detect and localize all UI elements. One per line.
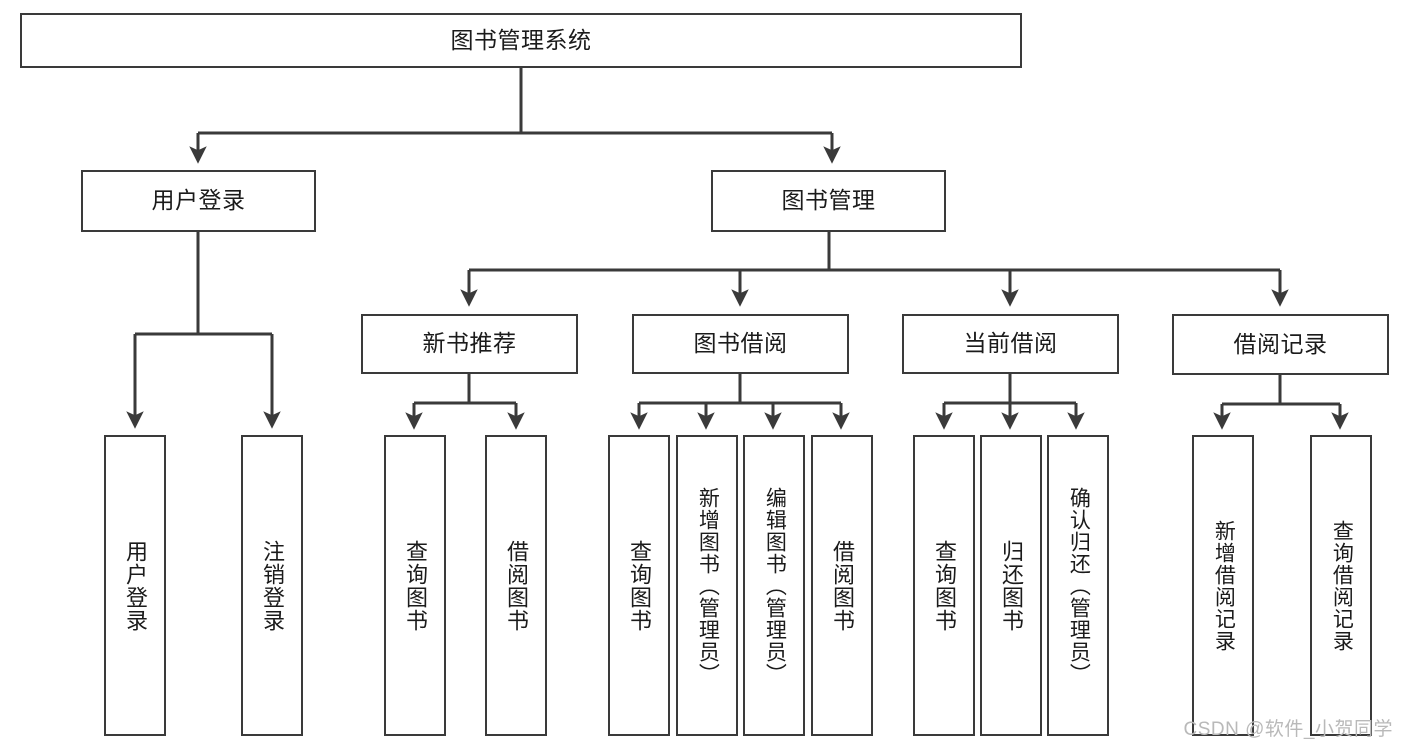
node-book-borrow-label: 图书借阅 <box>693 330 788 357</box>
node-book-manage[interactable]: 图书管理 <box>711 170 946 232</box>
leaf-borrow-book-2[interactable]: 借阅图书 <box>811 435 873 736</box>
leaf-user-login[interactable]: 用户登录 <box>104 435 166 736</box>
node-user-login[interactable]: 用户登录 <box>81 170 316 232</box>
leaf-user-login-label: 用户登录 <box>122 539 148 632</box>
leaf-query-book-2-label: 查询图书 <box>626 539 652 632</box>
leaf-add-book[interactable]: 新增图书（管理员） <box>676 435 738 736</box>
leaf-logout-label: 注销登录 <box>259 539 285 632</box>
node-root[interactable]: 图书管理系统 <box>20 13 1022 68</box>
leaf-query-record-label: 查询借阅记录 <box>1330 519 1354 652</box>
node-borrow-record-label: 借阅记录 <box>1233 330 1328 357</box>
leaf-return-book[interactable]: 归还图书 <box>980 435 1042 736</box>
leaf-query-book-3[interactable]: 查询图书 <box>913 435 975 736</box>
node-root-label: 图书管理系统 <box>450 26 592 53</box>
node-current-borrow[interactable]: 当前借阅 <box>902 314 1119 374</box>
leaf-confirm-return-label: 确认归还（管理员） <box>1067 486 1091 685</box>
leaf-borrow-book-2-label: 借阅图书 <box>829 539 855 632</box>
node-book-borrow[interactable]: 图书借阅 <box>632 314 849 374</box>
leaf-return-book-label: 归还图书 <box>998 539 1024 632</box>
leaf-logout[interactable]: 注销登录 <box>241 435 303 736</box>
leaf-confirm-return[interactable]: 确认归还（管理员） <box>1047 435 1109 736</box>
watermark: CSDN @软件_小贺同学 <box>1183 719 1393 740</box>
node-book-manage-label: 图书管理 <box>781 187 876 214</box>
node-new-book-rec[interactable]: 新书推荐 <box>361 314 578 374</box>
node-current-borrow-label: 当前借阅 <box>963 330 1058 357</box>
node-user-login-label: 用户登录 <box>151 187 246 214</box>
leaf-borrow-book-1-label: 借阅图书 <box>503 539 529 632</box>
node-borrow-record[interactable]: 借阅记录 <box>1172 314 1389 375</box>
leaf-add-record-label: 新增借阅记录 <box>1212 519 1236 652</box>
leaf-query-book-2[interactable]: 查询图书 <box>608 435 670 736</box>
leaf-edit-book-label: 编辑图书（管理员） <box>763 486 787 685</box>
leaf-query-book-1-label: 查询图书 <box>402 539 428 632</box>
leaf-add-book-label: 新增图书（管理员） <box>696 486 720 685</box>
leaf-query-book-3-label: 查询图书 <box>931 539 957 632</box>
leaf-query-record[interactable]: 查询借阅记录 <box>1310 435 1372 736</box>
leaf-query-book-1[interactable]: 查询图书 <box>384 435 446 736</box>
node-new-book-rec-label: 新书推荐 <box>422 330 517 357</box>
leaf-add-record[interactable]: 新增借阅记录 <box>1192 435 1254 736</box>
leaf-borrow-book-1[interactable]: 借阅图书 <box>485 435 547 736</box>
leaf-edit-book[interactable]: 编辑图书（管理员） <box>743 435 805 736</box>
